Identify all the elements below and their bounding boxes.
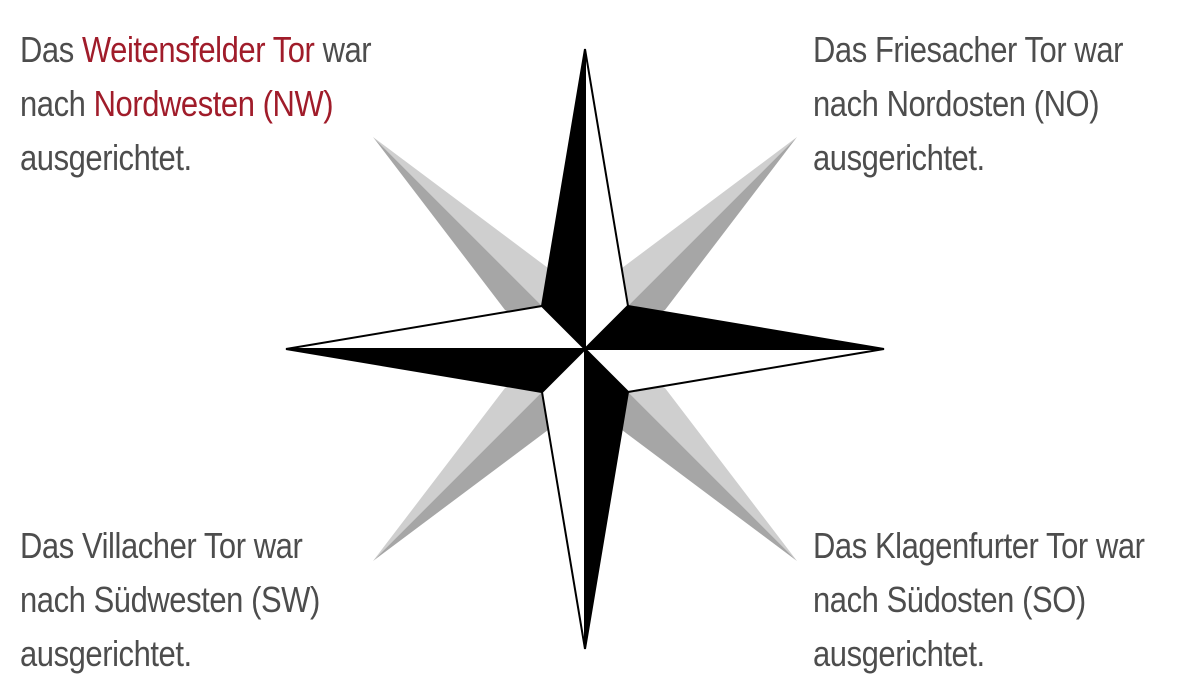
compass-point-e-bottom (582, 348, 885, 394)
caption-ne-line-1: Das Friesacher Tor war (813, 29, 1123, 70)
caption-northwest: Das Weitensfelder Tor war nach Nordweste… (20, 23, 372, 185)
compass-point-sw-dark (373, 349, 585, 561)
compass-point-w-bottom (285, 348, 588, 394)
compass-point-n-left (540, 48, 586, 352)
compass-point-s-right (584, 346, 630, 650)
caption-ne-line-2: nach Nordosten (NO) (813, 83, 1100, 124)
caption-nw-line-3: ausgerichtet. (20, 137, 192, 178)
caption-nw-line-1: Das Weitensfelder Tor war (20, 29, 372, 70)
caption-se-line-3: ausgerichtet. (813, 633, 985, 674)
compass-intercardinal-points (373, 137, 797, 561)
compass-point-w-top (285, 304, 588, 350)
caption-northeast: Das Friesacher Tor war nach Nordosten (N… (813, 23, 1123, 185)
compass-cardinal-points (285, 48, 885, 650)
caption-se-line-2: nach Südosten (SO) (813, 579, 1086, 620)
compass-point-nw-dark (373, 137, 585, 349)
compass-point-e-top (582, 304, 885, 350)
compass-point-s-left (540, 346, 586, 650)
caption-sw-line-2: nach Südwesten (SW) (20, 579, 320, 620)
gate-name-highlight: Weitensfelder Tor (81, 29, 315, 70)
caption-sw-line-3: ausgerichtet. (20, 633, 192, 674)
compass-point-ne-dark (585, 137, 797, 349)
caption-nw-line-2: nach Nordwesten (NW) (20, 83, 334, 124)
caption-ne-line-3: ausgerichtet. (813, 137, 985, 178)
caption-se-line-1: Das Klagenfurter Tor war (813, 525, 1145, 566)
compass-point-se-dark (585, 349, 797, 561)
compass-point-n-right (584, 48, 630, 352)
caption-southwest: Das Villacher Tor war nach Südwesten (SW… (20, 519, 320, 681)
caption-sw-line-1: Das Villacher Tor war (20, 525, 303, 566)
caption-southeast: Das Klagenfurter Tor war nach Südosten (… (813, 519, 1145, 681)
direction-highlight: Nordwesten (NW) (93, 83, 334, 124)
